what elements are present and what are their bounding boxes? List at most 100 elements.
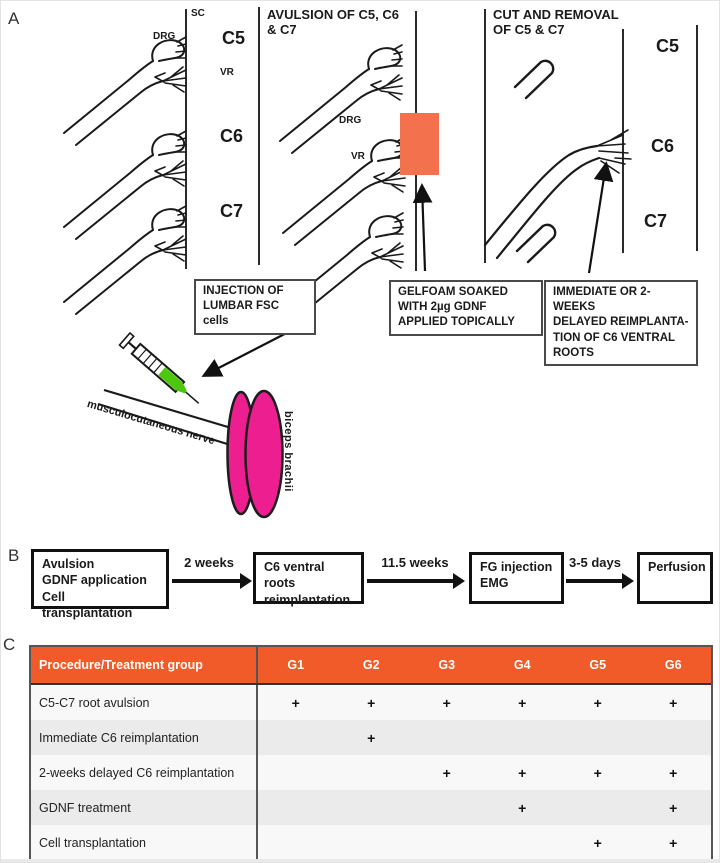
table-row: Immediate C6 reimplantation + bbox=[31, 720, 711, 755]
mark-cell: + bbox=[367, 729, 376, 746]
step-box-perfusion: Perfusion bbox=[637, 552, 713, 604]
step1-line1: Avulsion bbox=[42, 557, 95, 571]
mark-cell: + bbox=[669, 799, 678, 816]
nerve-lines-drawing bbox=[97, 388, 239, 449]
timeline-arrowhead-2-icon bbox=[453, 573, 465, 589]
table-row: GDNF treatment + + bbox=[31, 790, 711, 825]
step4-line1: Perfusion bbox=[648, 560, 706, 574]
sc-label: SC bbox=[191, 8, 205, 19]
cut-stubs-drawing bbox=[513, 59, 557, 264]
table-header-g3: G3 bbox=[438, 658, 456, 672]
mark-cell bbox=[258, 720, 334, 755]
table-header-g6: G6 bbox=[664, 658, 682, 672]
mark-cell bbox=[334, 825, 410, 860]
biceps-brachii-label: biceps brachii bbox=[282, 411, 295, 492]
row-label: C5-C7 root avulsion bbox=[31, 685, 258, 720]
reimplantation-note-line4: ROOTS bbox=[553, 346, 594, 359]
mark-cell: + bbox=[518, 799, 527, 816]
reimplantation-note-box: IMMEDIATE OR 2-WEEKS DELAYED REIMPLANTA-… bbox=[544, 280, 698, 366]
mark-cell bbox=[485, 825, 561, 860]
step-box-reimplantation: C6 ventral roots reimplantation bbox=[253, 552, 364, 607]
gelfoam-note-line2: WITH 2µg GDNF bbox=[398, 301, 487, 314]
mark-cell bbox=[485, 720, 561, 755]
table-header-g2: G2 bbox=[362, 658, 380, 672]
injection-note-line2: LUMBAR FSC cells bbox=[203, 300, 280, 328]
mark-cell: + bbox=[442, 764, 451, 781]
mark-cell: + bbox=[367, 694, 376, 711]
injection-note-box: INJECTION OF LUMBAR FSC cells bbox=[194, 279, 316, 335]
mark-cell bbox=[636, 720, 712, 755]
timeline-arrow-1 bbox=[172, 579, 240, 583]
drg-label-middle: DRG bbox=[339, 115, 362, 126]
table-row: 2-weeks delayed C6 reimplantation + + + … bbox=[31, 755, 711, 790]
mark-cell bbox=[409, 790, 485, 825]
reimplanted-c6-drawing bbox=[483, 129, 632, 260]
vr-label-middle: VR bbox=[351, 151, 365, 162]
mark-cell: + bbox=[518, 764, 527, 781]
table-header-first-cell: Procedure/Treatment group bbox=[31, 647, 258, 683]
intact-roots-drawing bbox=[63, 36, 187, 315]
mark-cell bbox=[258, 755, 334, 790]
row-label: Cell transplantation bbox=[31, 825, 258, 860]
mark-cell: + bbox=[669, 764, 678, 781]
gelfoam-note-line1: GELFOAM SOAKED bbox=[398, 286, 508, 298]
mark-cell: + bbox=[669, 834, 678, 851]
gelfoam-note-box: GELFOAM SOAKED WITH 2µg GDNF APPLIED TOP… bbox=[389, 280, 543, 336]
timeline-arrowhead-1-icon bbox=[240, 573, 252, 589]
timeline-arrow-3 bbox=[566, 579, 622, 583]
c7-label-left: C7 bbox=[220, 201, 244, 221]
treatment-groups-table: Procedure/Treatment group G1 G2 G3 G4 G5… bbox=[29, 645, 713, 862]
gelfoam-note-line3: APPLIED TOPICALLY bbox=[398, 316, 515, 329]
mark-cell: + bbox=[669, 694, 678, 711]
cut-title-line2: OF C5 & C7 bbox=[493, 22, 565, 38]
panel-a-drawing bbox=[63, 7, 698, 519]
syringe-icon bbox=[118, 331, 200, 404]
mark-cell: + bbox=[291, 694, 300, 711]
injection-note-line1: INJECTION OF bbox=[203, 285, 284, 297]
step1-line2: GDNF application bbox=[42, 573, 147, 588]
interval-11-5-weeks: 11.5 weeks bbox=[381, 555, 449, 570]
timeline-arrow-2 bbox=[367, 579, 453, 583]
biceps-muscle-drawing bbox=[226, 389, 284, 519]
step2-line1: C6 ventral roots bbox=[264, 560, 325, 591]
mark-cell bbox=[560, 720, 636, 755]
step3-line1: FG injection bbox=[480, 560, 553, 574]
vr-label-left: VR bbox=[220, 67, 234, 78]
interval-2-weeks: 2 weeks bbox=[184, 555, 234, 570]
c7-label-right: C7 bbox=[644, 211, 668, 231]
avulsion-title-line2: & C7 bbox=[267, 22, 297, 38]
c5-label-left: C5 bbox=[222, 28, 246, 48]
mark-cell bbox=[334, 755, 410, 790]
cut-title: CUT AND REMOVAL OF C5 & C7 bbox=[493, 7, 619, 38]
mark-cell bbox=[258, 825, 334, 860]
mark-cell: + bbox=[593, 694, 602, 711]
step-box-fg-emg: FG injection EMG bbox=[469, 552, 564, 604]
step3-line2: EMG bbox=[480, 576, 509, 591]
mark-cell bbox=[409, 720, 485, 755]
reimplantation-note-line2: DELAYED REIMPLANTA- bbox=[553, 316, 689, 329]
mark-cell: + bbox=[593, 834, 602, 851]
mark-cell bbox=[334, 790, 410, 825]
mark-cell bbox=[560, 790, 636, 825]
timeline-arrowhead-3-icon bbox=[622, 573, 634, 589]
mark-cell bbox=[258, 790, 334, 825]
mark-cell: + bbox=[518, 694, 527, 711]
figure-bottom-border bbox=[1, 859, 719, 862]
reimplantation-note-line1: IMMEDIATE OR 2-WEEKS bbox=[553, 286, 651, 314]
spinal-cord-lines bbox=[185, 7, 698, 271]
interval-3-5-days: 3-5 days bbox=[568, 555, 622, 570]
reimplantation-note-line3: TION OF C6 VENTRAL bbox=[553, 331, 676, 344]
table-header-g4: G4 bbox=[513, 658, 531, 672]
row-label: Immediate C6 reimplantation bbox=[31, 720, 258, 755]
mark-cell bbox=[409, 825, 485, 860]
mark-cell: + bbox=[442, 694, 451, 711]
panel-b-label: B bbox=[8, 546, 20, 565]
row-label: GDNF treatment bbox=[31, 790, 258, 825]
cut-title-line1: CUT AND REMOVAL bbox=[493, 7, 619, 22]
panel-a-label: A bbox=[8, 9, 20, 28]
table-header-row: Procedure/Treatment group G1 G2 G3 G4 G5… bbox=[31, 647, 711, 685]
c5-label-right: C5 bbox=[656, 36, 680, 56]
c6-label-left: C6 bbox=[220, 126, 244, 146]
drg-label-left: DRG bbox=[153, 31, 176, 42]
